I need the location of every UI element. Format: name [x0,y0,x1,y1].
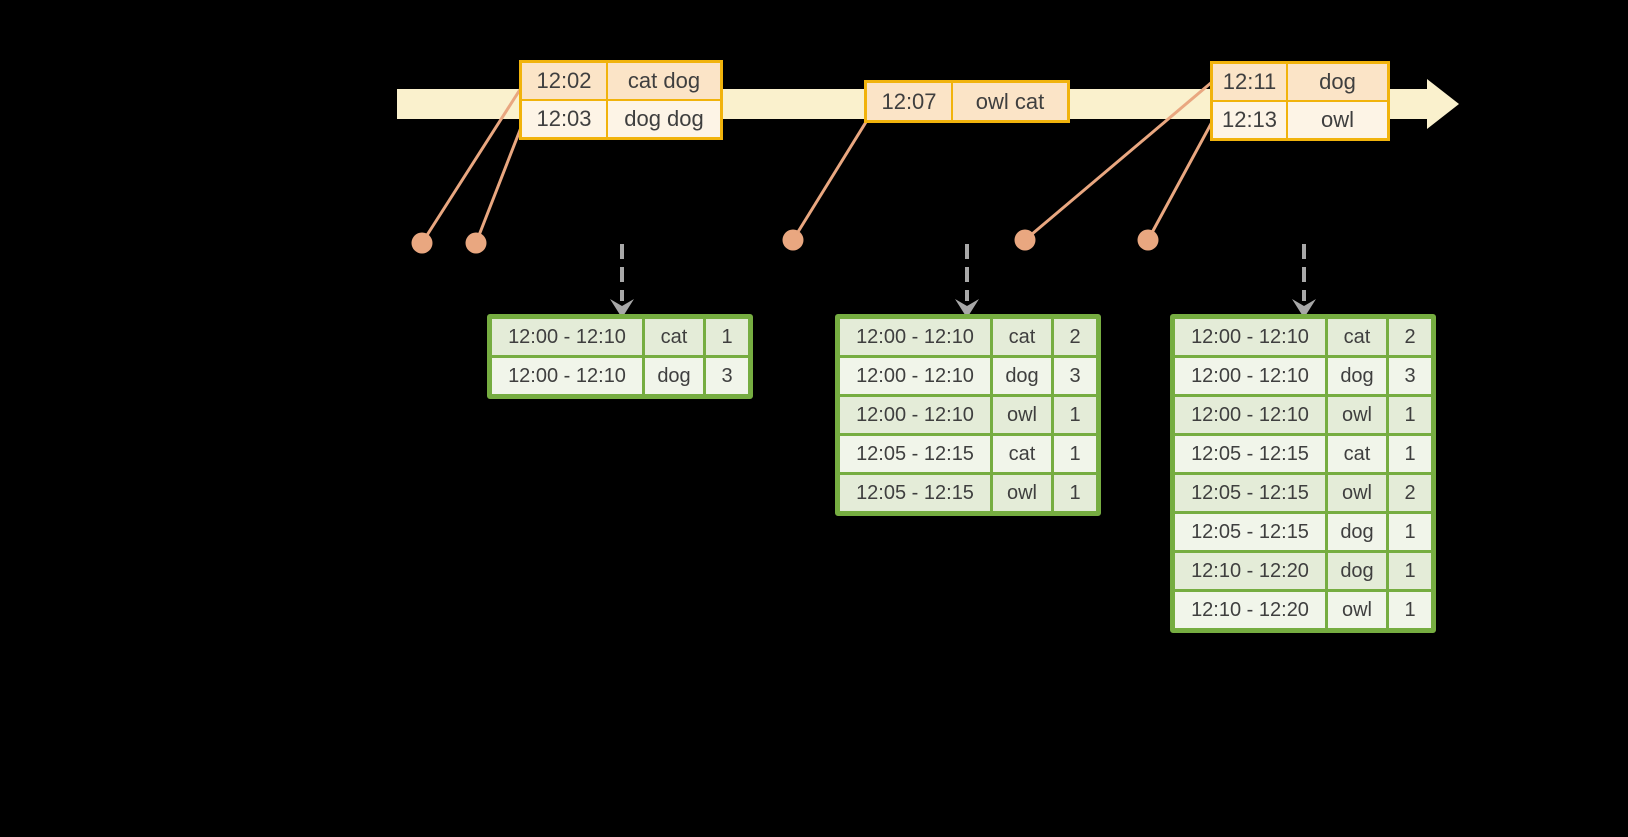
result-window: 12:05 - 12:15 [840,436,990,472]
result-row: 12:10 - 12:20 owl 1 [1175,592,1431,628]
event-words: owl [1288,102,1387,138]
trigger-arrow-icon [955,244,979,318]
result-word: cat [1328,436,1386,472]
event-table-3: 12:11 dog 12:13 owl [1210,61,1390,141]
result-row: 12:00 - 12:10 dog 3 [840,358,1096,394]
event-marker-dot [1014,229,1036,251]
result-word: dog [1328,358,1386,394]
timeline-arrowhead-icon [1427,79,1459,129]
result-window: 12:00 - 12:10 [1175,397,1325,433]
result-row: 12:00 - 12:10 cat 2 [840,319,1096,355]
result-window: 12:00 - 12:10 [1175,319,1325,355]
result-word: dog [645,358,703,394]
event-marker-dot [411,232,433,254]
result-row: 12:05 - 12:15 cat 1 [840,436,1096,472]
event-words: cat dog [608,63,720,99]
result-row: 12:05 - 12:15 owl 1 [840,475,1096,511]
event-row: 12:11 dog [1213,64,1387,100]
result-count: 1 [1054,475,1096,511]
trigger-arrow-icon [610,244,634,318]
result-word: dog [1328,514,1386,550]
event-time: 12:07 [867,83,951,120]
result-word: cat [993,436,1051,472]
result-count: 1 [1054,436,1096,472]
result-count: 1 [1389,514,1431,550]
result-window: 12:00 - 12:10 [1175,358,1325,394]
result-row: 12:00 - 12:10 owl 1 [1175,397,1431,433]
event-time: 12:11 [1213,64,1286,100]
result-count: 2 [1389,319,1431,355]
result-count: 3 [1054,358,1096,394]
result-word: cat [1328,319,1386,355]
result-table-3: 12:00 - 12:10 cat 2 12:00 - 12:10 dog 3 … [1170,314,1436,633]
result-row: 12:00 - 12:10 dog 3 [1175,358,1431,394]
result-window: 12:05 - 12:15 [1175,475,1325,511]
event-words: owl cat [953,83,1067,120]
result-row: 12:05 - 12:15 dog 1 [1175,514,1431,550]
result-count: 2 [1389,475,1431,511]
event-connector-line [791,121,868,241]
result-row: 12:05 - 12:15 owl 2 [1175,475,1431,511]
result-count: 1 [1054,397,1096,433]
event-row: 12:13 owl [1213,102,1387,138]
result-count: 2 [1054,319,1096,355]
result-window: 12:10 - 12:20 [1175,553,1325,589]
result-count: 1 [1389,397,1431,433]
event-marker-dots [411,229,1159,254]
result-word: owl [1328,397,1386,433]
event-row: 12:07 owl cat [867,83,1067,120]
result-window: 12:10 - 12:20 [1175,592,1325,628]
result-row: 12:10 - 12:20 dog 1 [1175,553,1431,589]
result-count: 3 [706,358,748,394]
event-connector-line [1146,121,1214,241]
event-words: dog [1288,64,1387,100]
result-count: 1 [1389,553,1431,589]
result-table-1: 12:00 - 12:10 cat 1 12:00 - 12:10 dog 3 [487,314,753,399]
result-word: owl [1328,475,1386,511]
result-window: 12:05 - 12:15 [1175,436,1325,472]
result-window: 12:05 - 12:15 [840,475,990,511]
event-marker-dot [782,229,804,251]
event-time: 12:02 [522,63,606,99]
result-word: owl [993,397,1051,433]
event-time: 12:13 [1213,102,1286,138]
event-marker-dot [1137,229,1159,251]
result-window: 12:00 - 12:10 [840,319,990,355]
event-marker-dot [465,232,487,254]
result-word: owl [1328,592,1386,628]
result-word: cat [993,319,1051,355]
result-row: 12:00 - 12:10 cat 2 [1175,319,1431,355]
result-word: cat [645,319,703,355]
result-window: 12:00 - 12:10 [840,397,990,433]
result-count: 1 [1389,592,1431,628]
event-table-2: 12:07 owl cat [864,80,1070,123]
event-row: 12:02 cat dog [522,63,720,99]
result-window: 12:00 - 12:10 [840,358,990,394]
result-count: 1 [706,319,748,355]
trigger-arrow-icon [1292,244,1316,318]
result-word: dog [1328,553,1386,589]
event-table-1: 12:02 cat dog 12:03 dog dog [519,60,723,140]
result-window: 12:05 - 12:15 [1175,514,1325,550]
result-row: 12:00 - 12:10 cat 1 [492,319,748,355]
event-time: 12:03 [522,101,606,137]
result-table-2: 12:00 - 12:10 cat 2 12:00 - 12:10 dog 3 … [835,314,1101,516]
event-words: dog dog [608,101,720,137]
result-count: 3 [1389,358,1431,394]
event-connector-line [474,124,524,244]
event-row: 12:03 dog dog [522,101,720,137]
result-window: 12:00 - 12:10 [492,319,642,355]
result-word: dog [993,358,1051,394]
result-word: owl [993,475,1051,511]
result-row: 12:05 - 12:15 cat 1 [1175,436,1431,472]
result-count: 1 [1389,436,1431,472]
result-row: 12:00 - 12:10 owl 1 [840,397,1096,433]
result-row: 12:00 - 12:10 dog 3 [492,358,748,394]
result-window: 12:00 - 12:10 [492,358,642,394]
